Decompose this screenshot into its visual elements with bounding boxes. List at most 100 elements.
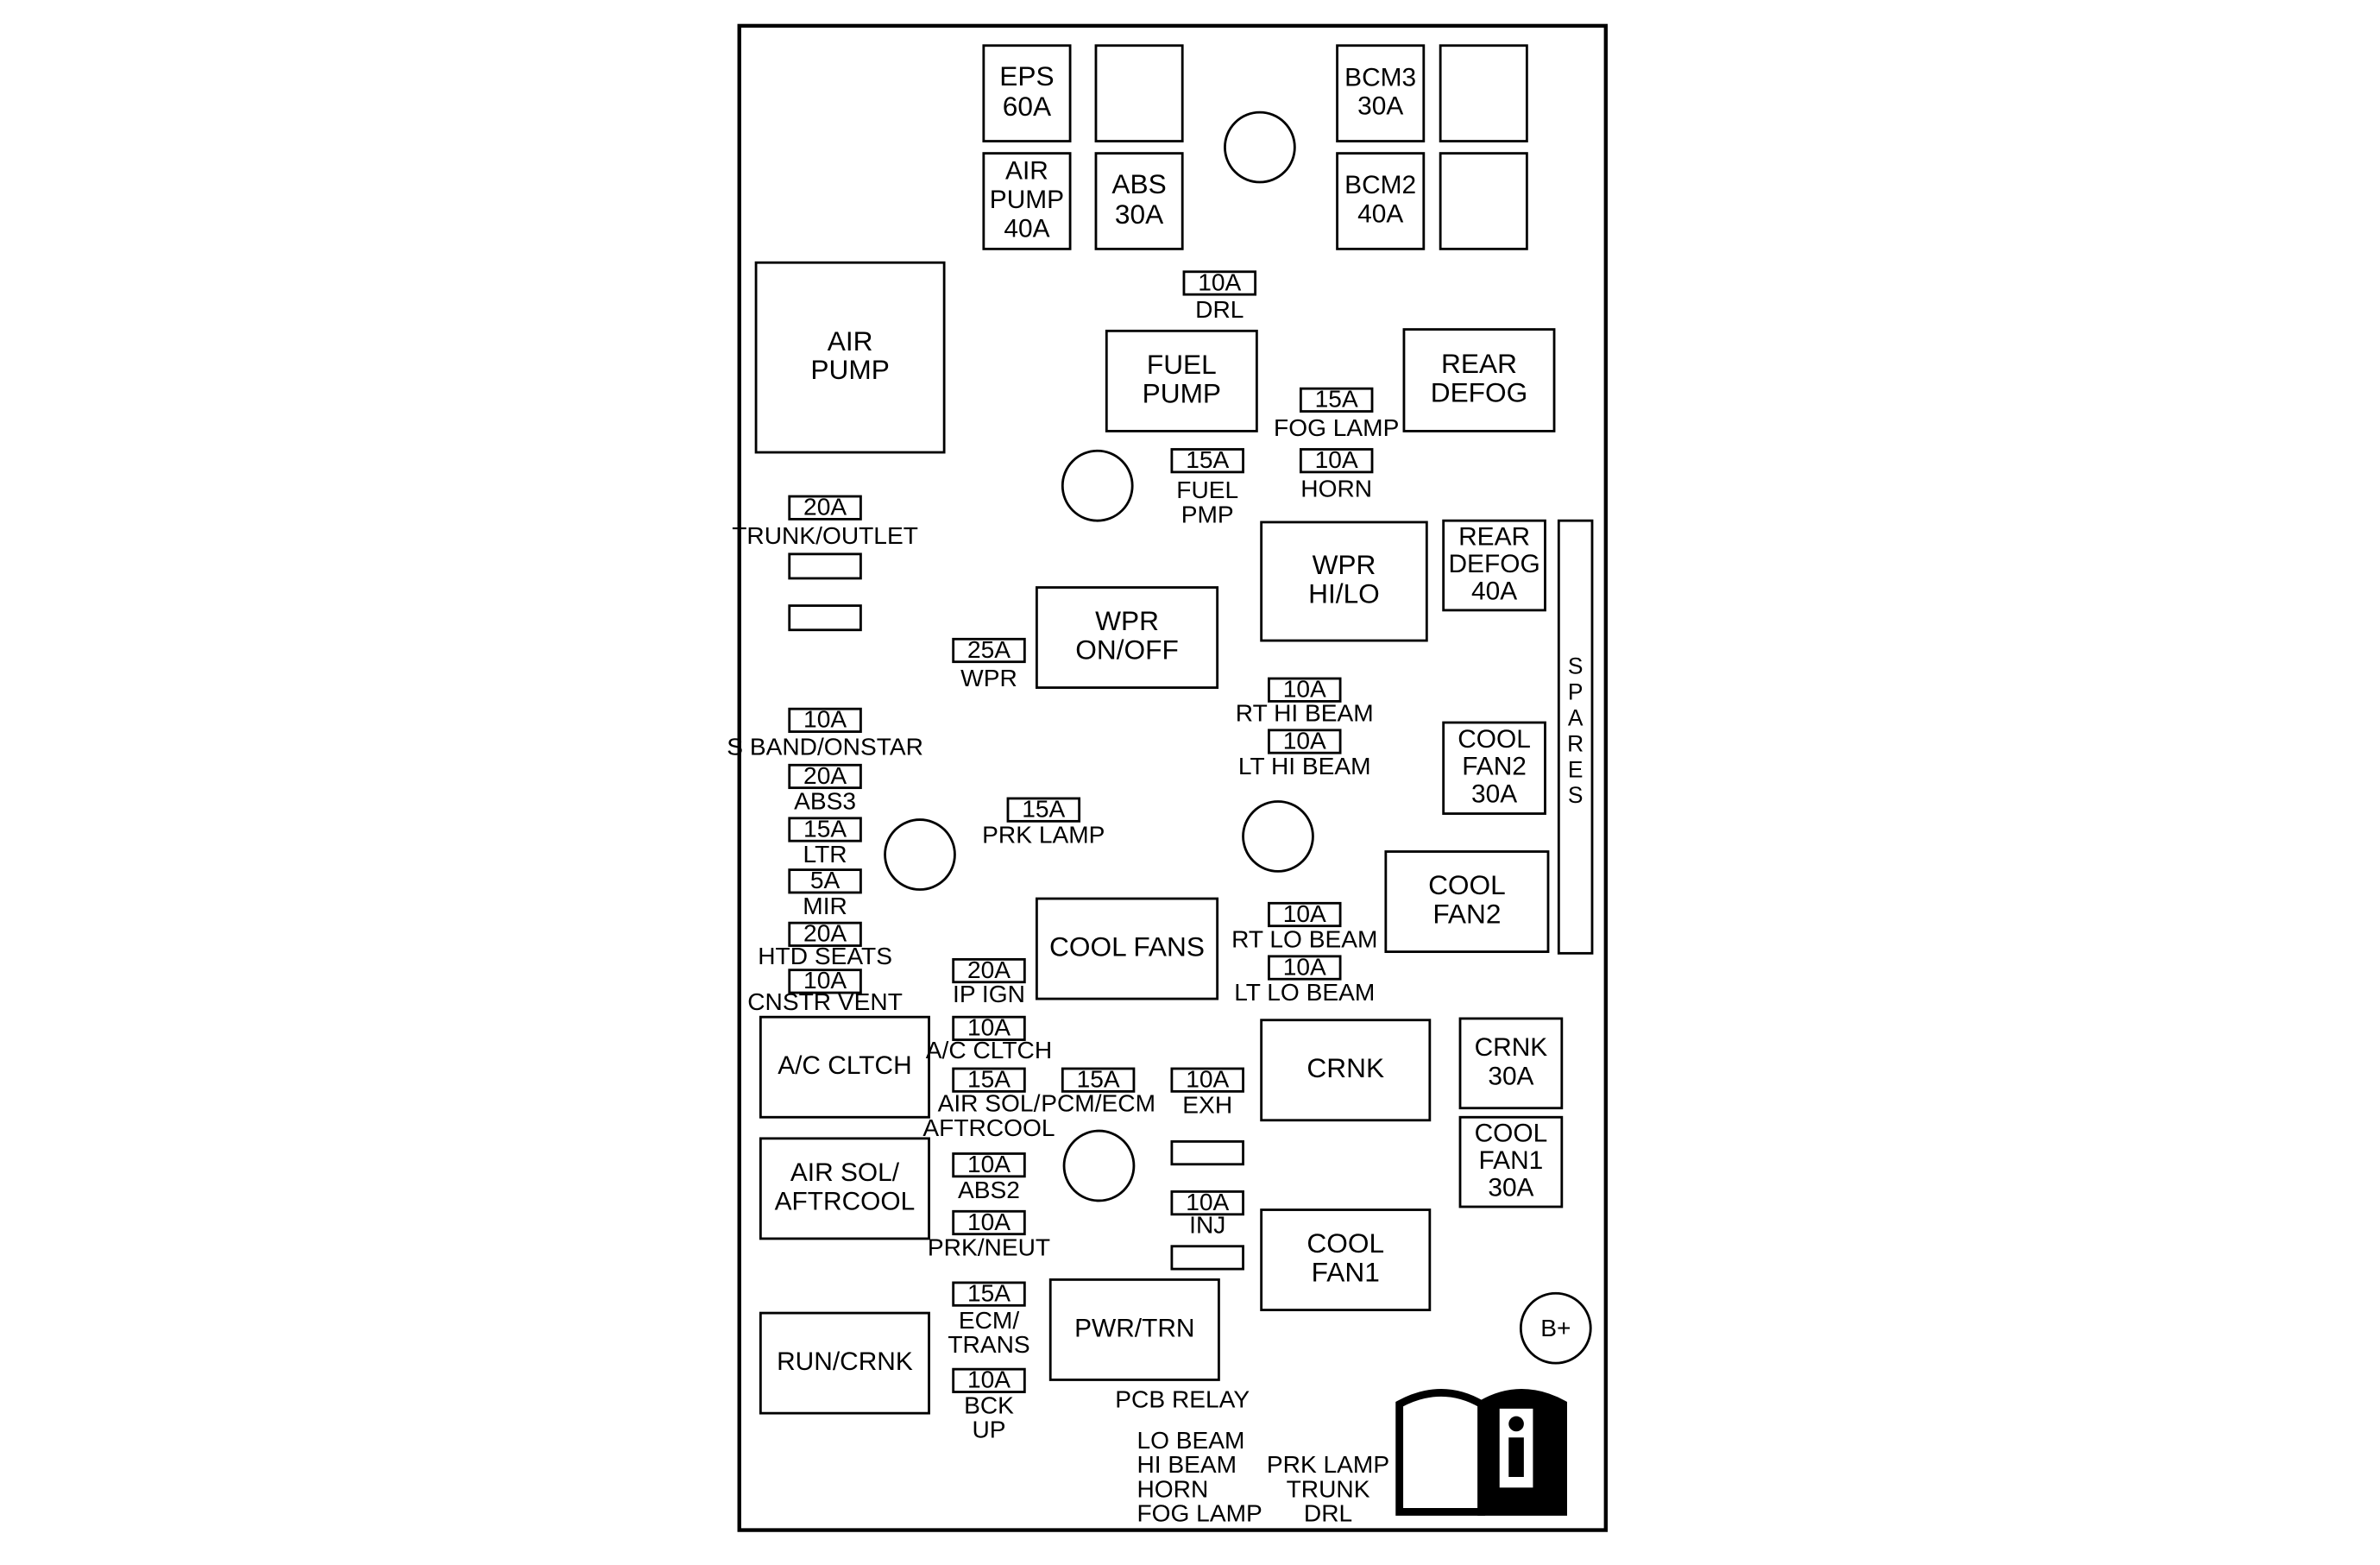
relay-run-crnk [759, 1311, 930, 1415]
fuse-drl-label: DRL [1195, 296, 1244, 323]
fuse-ac-cltch-label: A/C CLTCH [926, 1037, 1052, 1063]
fuse-eps-label: 60A [1003, 91, 1052, 122]
fuse-pcm-ecm [1061, 1067, 1136, 1093]
fuse-air-sol-label: AFTRCOOL [922, 1114, 1055, 1141]
spares-letter: S [1568, 782, 1584, 808]
maxi-fuse-cool-fan2-label: COOL [1458, 725, 1531, 754]
relay-cool-fans-label: COOL FANS [1049, 931, 1205, 962]
relay-rear-defog-label: REAR [1441, 348, 1517, 379]
relay-air-sol [759, 1137, 930, 1240]
fuse-bcm3-label: BCM3 [1344, 63, 1416, 92]
relay-circuit-note: HORN [1136, 1475, 1208, 1502]
fuse-lt-hi-beam-label: LT HI BEAM [1238, 753, 1371, 779]
maxi-fuse-cool-fan1-label: 30A [1488, 1174, 1533, 1202]
relay-cool-fan2-label: COOL [1428, 869, 1506, 900]
fuse-air-sol-label: AIR SOL/ [938, 1090, 1041, 1117]
fuse-empty-slot [788, 552, 862, 580]
fuse-s-band-onstar [788, 707, 862, 733]
fuse-exh-label: EXH [1182, 1091, 1232, 1118]
fuse-lt-lo-beam [1268, 955, 1342, 981]
fuse-bck-up [952, 1367, 1026, 1393]
fuse-bcm2-label: 40A [1357, 200, 1403, 229]
maxi-fuse-cool-fan1-label: COOL [1475, 1119, 1548, 1147]
fuse-air-sol-rating: 15A [967, 1065, 1011, 1092]
relay-wpr-hi-lo-label: HI/LO [1308, 578, 1380, 609]
fuse-inj-rating: 10A [1186, 1189, 1229, 1215]
mounting-hole [884, 818, 956, 891]
fuse-mir-rating: 5A [810, 867, 841, 893]
relay-air-pump-label: AIR [828, 325, 873, 357]
fuse-bck-up-rating: 10A [967, 1366, 1011, 1393]
relay-wpr-on-off-label: WPR [1095, 605, 1159, 636]
fuse-pcm-ecm-label: PCM/ECM [1041, 1090, 1155, 1117]
fuse-air-pump-label: PUMP [990, 186, 1064, 214]
fuse-trunk-outlet [788, 495, 862, 521]
fuse-horn-label: HORN [1300, 475, 1372, 502]
fuse-abs3-label: ABS3 [794, 788, 856, 815]
relay-wpr-hi-lo [1260, 521, 1428, 642]
relay-crnk [1260, 1019, 1432, 1122]
fuse-ltr-rating: 15A [803, 815, 847, 842]
spares-strip [1557, 519, 1594, 955]
spares-letter: S [1568, 653, 1584, 679]
fuse-abs2 [952, 1152, 1026, 1178]
fuse-cnstr-vent [788, 969, 862, 994]
fuse-bcm2 [1336, 152, 1426, 250]
fuse-exh-rating: 10A [1186, 1065, 1229, 1092]
fuse-ip-ign-rating: 20A [967, 956, 1011, 983]
fuse-lt-lo-beam-rating: 10A [1283, 953, 1326, 980]
maxi-fuse-cool-fan2-label: FAN2 [1462, 753, 1527, 781]
fuse-exh [1170, 1067, 1244, 1093]
spares-letter: R [1567, 730, 1584, 756]
relay-air-pump-label: PUMP [810, 354, 889, 385]
fuse-eps-label: EPS [999, 60, 1054, 92]
fuse-ip-ign [952, 957, 1026, 984]
fuse-fuel-pmp-rating: 15A [1186, 446, 1229, 473]
fuse-air-pump [982, 152, 1072, 250]
relay-air-sol-label: AIR SOL/ [790, 1158, 900, 1187]
fuse-fog-lamp-label: FOG LAMP [1274, 414, 1399, 441]
fuse-cnstr-vent-rating: 10A [803, 967, 847, 994]
fuse-inj-label: INJ [1189, 1211, 1225, 1238]
fuse-fog-lamp [1299, 387, 1374, 413]
fuse-prk-neut-label: PRK/NEUT [928, 1234, 1050, 1261]
pcb-relay-note: PCB RELAY [1115, 1386, 1250, 1413]
relay-pwr-trn-label: PWR/TRN [1074, 1314, 1194, 1342]
fuse-empty-slot [1170, 1139, 1244, 1166]
maxi-fuse-crnk-label: CRNK [1475, 1033, 1548, 1062]
fuse-air-sol [952, 1067, 1026, 1093]
fuse-abs [1094, 152, 1184, 250]
fuse-ecm-trans-label: TRANS [948, 1331, 1029, 1358]
relay-circuit-note: DRL [1304, 1499, 1352, 1526]
fuse-eps [982, 44, 1072, 142]
relay-cool-fan1-label: FAN1 [1312, 1257, 1380, 1288]
fuse-trunk-outlet-rating: 20A [803, 494, 847, 521]
fuse-empty-slot [1170, 1245, 1244, 1271]
relay-cool-fan1 [1260, 1208, 1432, 1311]
relay-ac-cltch [759, 1015, 930, 1119]
relay-run-crnk-label: RUN/CRNK [777, 1347, 913, 1376]
fuse-prk-neut-rating: 10A [967, 1208, 1011, 1235]
fuse-air-pump-label: 40A [1004, 214, 1049, 243]
fuse-rt-hi-beam [1268, 677, 1342, 703]
fuse-abs-label: ABS [1111, 168, 1166, 199]
mounting-hole [1061, 449, 1134, 522]
fuse-wpr-label: WPR [960, 665, 1017, 691]
relay-fuel-pump [1105, 329, 1258, 432]
relay-crnk-label: CRNK [1306, 1052, 1384, 1083]
relay-air-pump [754, 261, 946, 454]
fuse-ecm-trans-rating: 15A [967, 1279, 1011, 1306]
maxi-fuse-crnk-label: 30A [1488, 1062, 1533, 1090]
relay-circuit-note: FOG LAMP [1136, 1499, 1262, 1526]
maxi-fuse-rear-defog-label: 40A [1471, 577, 1517, 606]
fuse-lt-lo-beam-label: LT LO BEAM [1234, 979, 1375, 1006]
relay-circuit-note: HI BEAM [1136, 1451, 1237, 1478]
fuse-rt-lo-beam [1268, 901, 1342, 928]
fuse-prk-neut [952, 1209, 1026, 1236]
fuse-abs-label: 30A [1115, 199, 1164, 230]
fuse-fuel-pmp-label: FUEL [1176, 476, 1238, 503]
fuse-s-band-onstar-rating: 10A [803, 706, 847, 733]
relay-wpr-on-off-label: ON/OFF [1075, 634, 1179, 666]
maxi-fuse-rear-defog-label: REAR [1458, 522, 1530, 551]
